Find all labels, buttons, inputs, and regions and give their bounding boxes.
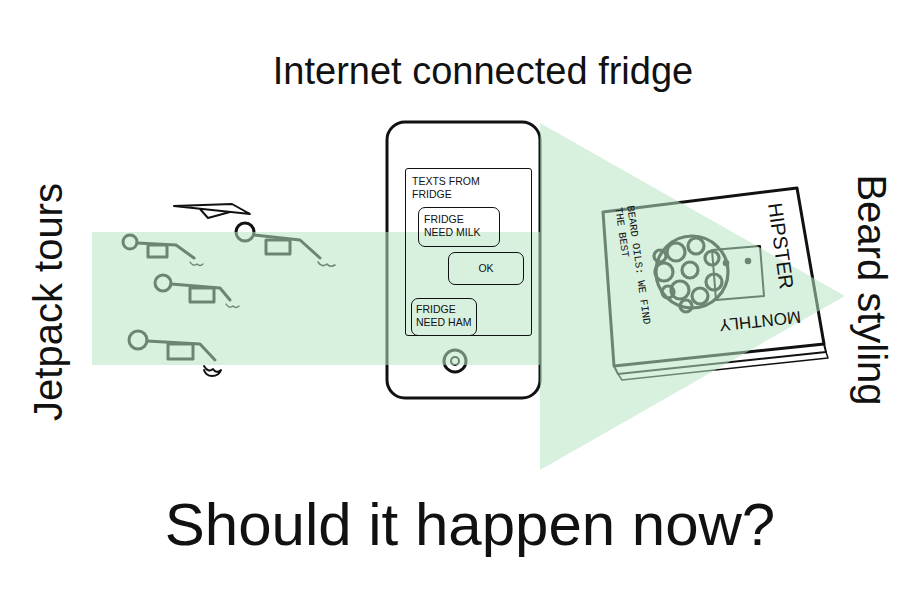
screen-heading: TEXTS FROM FRIDGE <box>412 175 500 200</box>
message-text: OK <box>478 262 493 275</box>
tablet-screen: TEXTS FROM FRIDGE FRIDGE NEED MILK OK FRIDG… <box>405 168 532 336</box>
axis-label: Jetpack tours <box>26 183 70 421</box>
message-text: FRIDGE NEED HAM <box>416 303 472 328</box>
message-text: FRIDGE NEED MILK <box>424 213 494 238</box>
axis-label: Beard styling <box>850 174 894 405</box>
caption: Should it happen now? <box>165 492 776 558</box>
axis-label: Internet connected fridge <box>273 51 693 93</box>
speech-bubble: OK <box>448 252 524 285</box>
speech-bubble: FRIDGE NEED HAM <box>411 298 477 336</box>
speech-bubble: FRIDGE NEED MILK <box>418 207 500 247</box>
